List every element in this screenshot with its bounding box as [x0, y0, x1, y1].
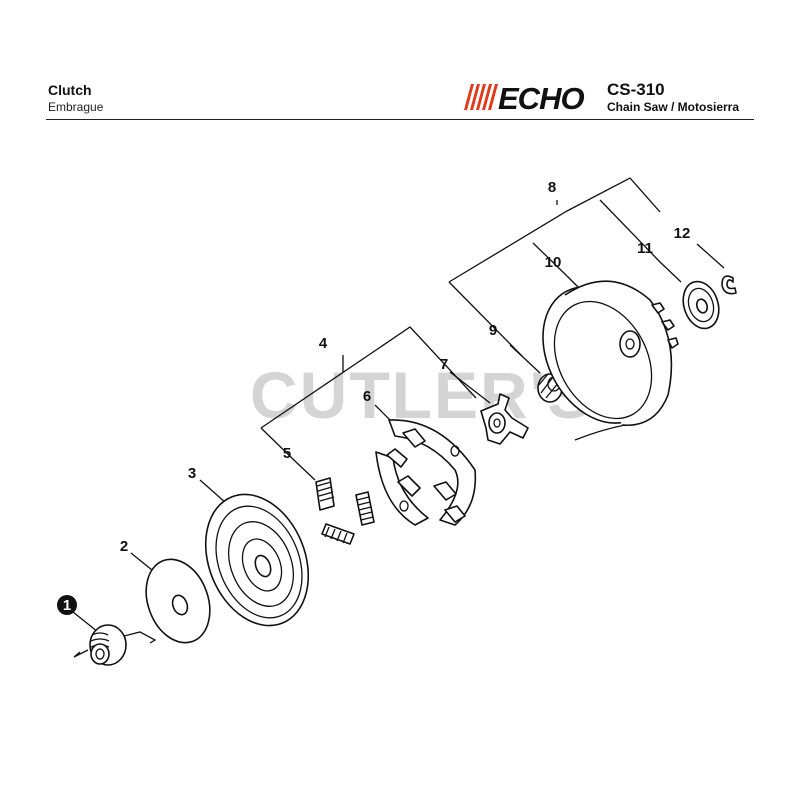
spring-bottom — [321, 523, 355, 545]
part-7-clutch-hub — [480, 393, 529, 445]
page-header: Clutch Embrague ECHO CS-310 Chain Saw / … — [0, 0, 800, 125]
callout-3: 3 — [188, 465, 196, 482]
callout-9: 9 — [489, 322, 497, 339]
callout-11: 11 — [637, 240, 653, 257]
watermark: CUTLER'S — [250, 358, 593, 432]
brand-logo: ECHO — [464, 82, 585, 112]
part-12-e-clip — [721, 275, 737, 295]
callout-7: 7 — [440, 356, 448, 373]
header-divider — [46, 119, 754, 120]
callout-4: 4 — [319, 335, 328, 352]
leader-lines — [72, 177, 725, 633]
part-10-clutch-drum — [542, 280, 679, 441]
callout-10: 10 — [545, 254, 562, 271]
model-number: CS-310 — [607, 80, 665, 99]
part-2-washer — [145, 558, 211, 644]
part-1-spring-washer — [73, 624, 157, 666]
callout-8: 8 — [548, 179, 556, 196]
part-6-clutch-shoes — [375, 419, 477, 526]
callout-6: 6 — [363, 388, 371, 405]
brand-wordmark: ECHO — [498, 82, 584, 112]
callout-2: 2 — [120, 538, 128, 555]
callout-1-badge — [57, 595, 77, 615]
part-11-washer — [682, 280, 720, 330]
callouts: 1 2 3 4 5 6 7 8 9 10 11 12 — [57, 179, 690, 615]
model-description: Chain Saw / Motosierra — [607, 100, 740, 114]
callout-5: 5 — [283, 445, 291, 462]
spring-top — [315, 477, 335, 511]
callout-12: 12 — [674, 225, 691, 242]
part-5-clutch-springs — [315, 477, 375, 545]
callout-1: 1 — [63, 597, 71, 614]
page-title: Clutch — [48, 82, 92, 98]
part-3-clutch-plate — [204, 493, 310, 627]
page-subtitle: Embrague — [48, 100, 104, 114]
spring-middle — [355, 491, 375, 526]
